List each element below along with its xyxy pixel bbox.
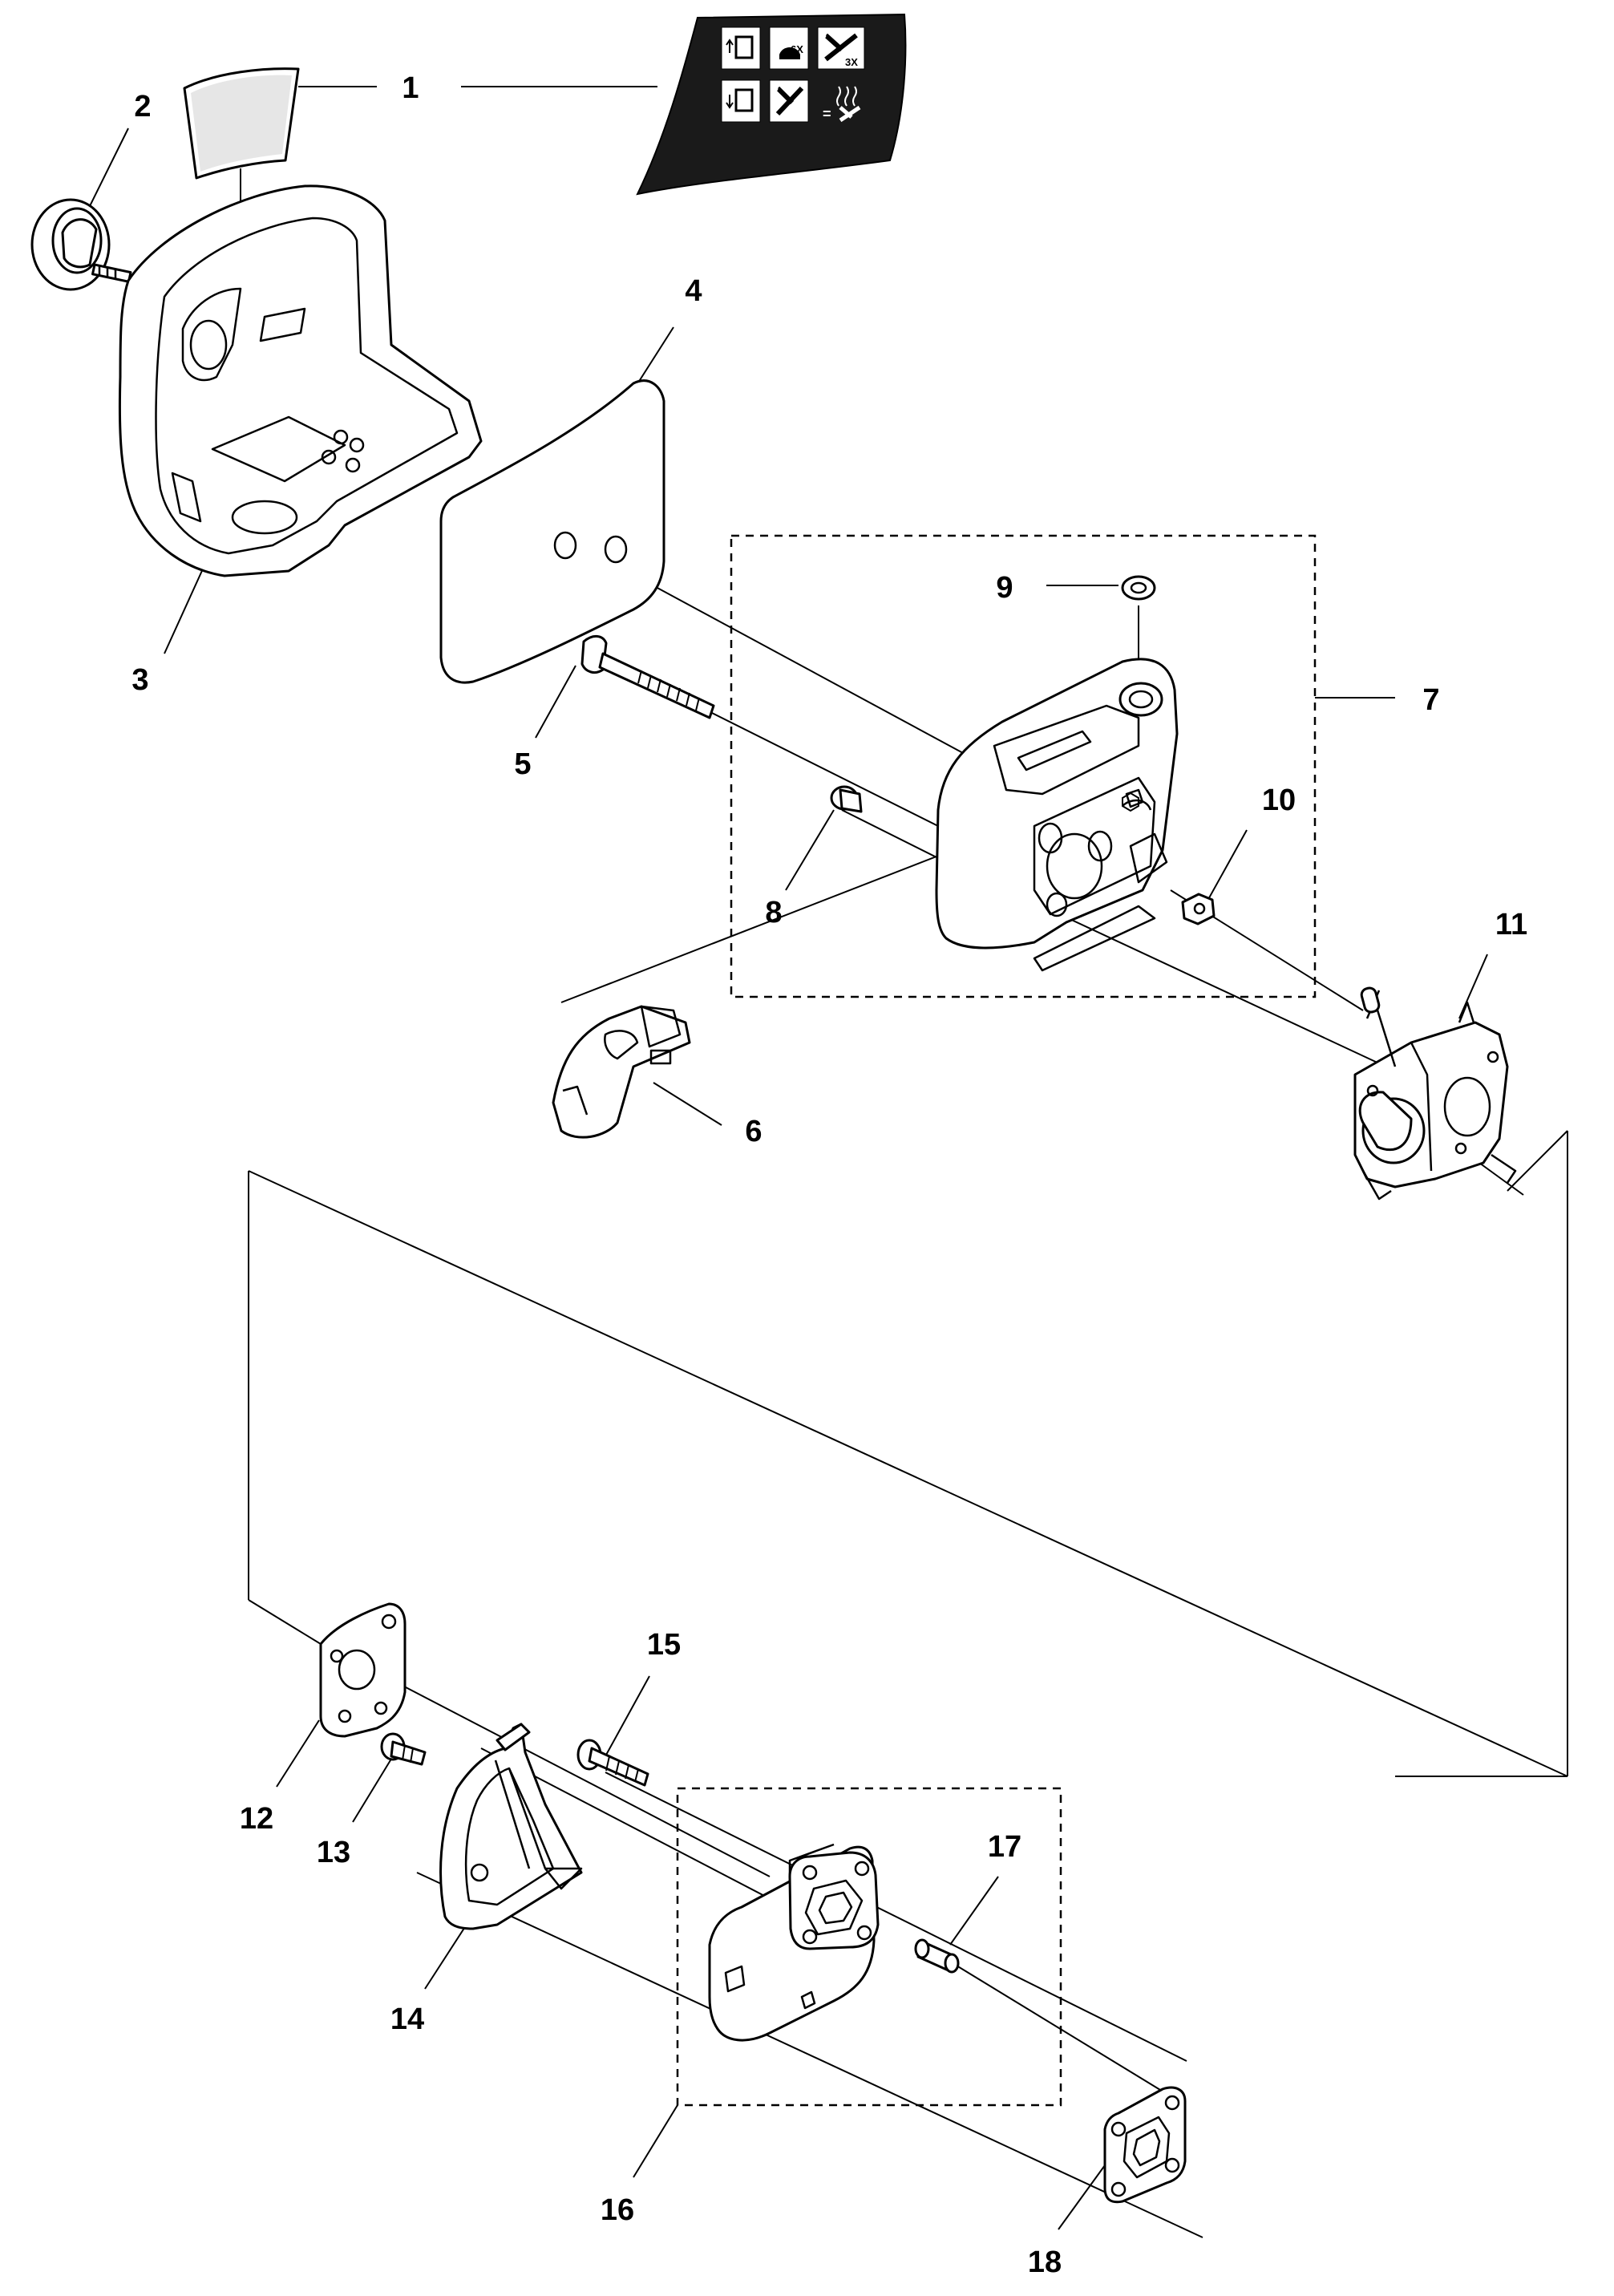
callout-4: 4 — [685, 274, 702, 308]
decal-count-3x: 3X — [845, 56, 858, 68]
part-14-throttle-bracket — [439, 1723, 583, 1930]
callout-8: 8 — [765, 896, 782, 929]
part-13-screw — [380, 1732, 427, 1766]
part-7-filter-housing — [935, 658, 1179, 972]
air-filter-housing-assembly-box — [730, 534, 1317, 998]
decal-step-1: 1 — [723, 28, 730, 42]
callout-11: 11 — [1495, 908, 1527, 941]
part-16-carburetor-adapter — [708, 1843, 880, 2042]
callout-2: 2 — [134, 90, 151, 124]
part-4-air-filter-element — [439, 379, 665, 684]
part-8-bushing — [830, 785, 863, 813]
part-17-dowel-sleeve — [914, 1938, 960, 1974]
callout-16: 16 — [601, 2193, 634, 2227]
decal-step-2: 2 — [771, 28, 779, 42]
callout-1: 1 — [402, 71, 419, 105]
callout-7: 7 — [1422, 683, 1439, 717]
part-5-long-bolt — [580, 635, 715, 719]
callout-5: 5 — [514, 747, 531, 781]
callout-13: 13 — [317, 1836, 350, 1869]
part-12-gasket — [319, 1602, 407, 1738]
callout-18: 18 — [1028, 2245, 1062, 2279]
part-11-carburetor — [1353, 986, 1517, 1201]
callout-14: 14 — [390, 2002, 424, 2036]
callout-12: 12 — [240, 1802, 273, 1836]
decal-step-5: 5 — [771, 81, 779, 95]
part-2-cover-knob — [30, 198, 132, 291]
part-1-filter-insert — [183, 67, 300, 180]
part-15-screw — [576, 1739, 649, 1787]
callout-3: 3 — [131, 663, 148, 697]
part-10-nut — [1181, 893, 1216, 925]
decal-count-6x: 6X — [791, 43, 803, 55]
part-6-choke-lever — [552, 1005, 691, 1139]
part-9-washer — [1121, 575, 1156, 601]
cylinder-adapter-assembly-box — [676, 1787, 1062, 2107]
part-1-instruction-decal: 1 2 3 4 5 6X 3X = — [636, 13, 907, 196]
callout-10: 10 — [1262, 784, 1296, 817]
callout-17: 17 — [988, 1830, 1021, 1864]
decal-equals: = — [823, 106, 831, 122]
part-3-air-filter-cover — [118, 184, 483, 577]
callout-15: 15 — [647, 1628, 681, 1662]
decal-step-4: 4 — [723, 81, 730, 95]
decal-step-3: 3 — [819, 28, 827, 42]
callout-6: 6 — [745, 1115, 762, 1148]
callout-9: 9 — [996, 571, 1013, 605]
part-18-gasket — [1103, 2086, 1187, 2204]
callout-numbers: 1 2 3 4 5 6 7 8 9 10 11 12 13 14 15 16 1… — [131, 71, 1527, 2279]
